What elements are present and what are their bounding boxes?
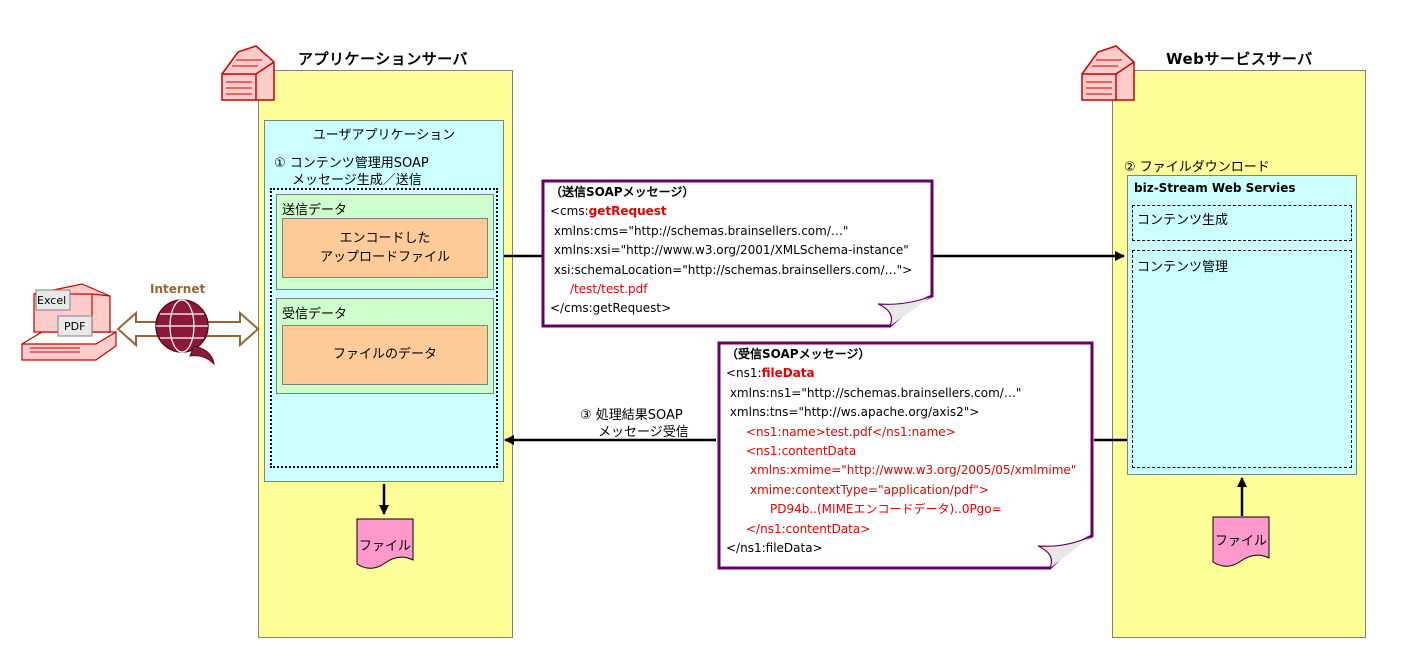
internet-label: Internet [150,282,206,296]
step2-label: ② ファイルダウンロード [1124,160,1270,175]
send-message-text: （送信SOAPメッセージ） <cms:getRequest xmlns:cms=… [550,185,913,316]
biz-stream-service-title: biz-Stream Web Servies [1134,181,1296,195]
recv-message-text: （受信SOAPメッセージ） <ns1:fileData xmlns:ns1="h… [726,347,1077,556]
file-data-box: ファイルのデータ [282,325,488,385]
file-data-label: ファイルのデータ [332,347,437,363]
encoded-file-line1: エンコードした [339,230,431,246]
pdf-label: PDF [64,320,86,333]
send-message-callout-shape [541,179,934,328]
recv-operation-name: fileData [761,366,815,381]
content-management-box [1132,250,1352,468]
output-file-label: ファイル [358,539,411,554]
recv-message-heading: （受信SOAPメッセージ） [726,347,871,361]
app-server-title: アプリケーションサーバ [298,50,469,68]
step3-label-line1: ③ 処理結果SOAP [580,408,683,423]
recv-data-label: 受信データ [282,307,348,322]
server-icon [1081,45,1135,101]
file-document-icon [1212,516,1270,567]
soap-message-group [270,188,498,468]
step1-label-line1: ① コンテンツ管理用SOAP [274,156,429,171]
server-icon [221,45,275,101]
file-document-icon [356,518,414,569]
step1-label-line2: メッセージ生成／送信 [292,173,422,188]
biz-stream-service-box [1127,175,1357,475]
send-message-heading: （送信SOAPメッセージ） [550,185,695,199]
client-computer-icon [21,283,117,361]
internet-globe-icon [155,299,215,366]
content-generation-box [1132,205,1352,241]
stored-file-label: ファイル [1214,534,1267,549]
content-generation-label: コンテンツ生成 [1137,213,1229,228]
excel-label: Excel [37,294,67,307]
send-operation-name: getRequest [588,204,667,219]
step3-label-line2: メッセージ受信 [598,425,689,440]
send-data-label: 送信データ [282,203,348,218]
ws-server-title: Webサービスサーバ [1166,50,1313,68]
content-management-label: コンテンツ管理 [1137,260,1229,275]
recv-message-callout-shape [717,341,1094,570]
user-application-title: ユーザアプリケーション [312,128,456,143]
encoded-file-line2: アップロードファイル [319,250,450,265]
encoded-upload-file-box: エンコードした アップロードファイル [282,218,488,278]
